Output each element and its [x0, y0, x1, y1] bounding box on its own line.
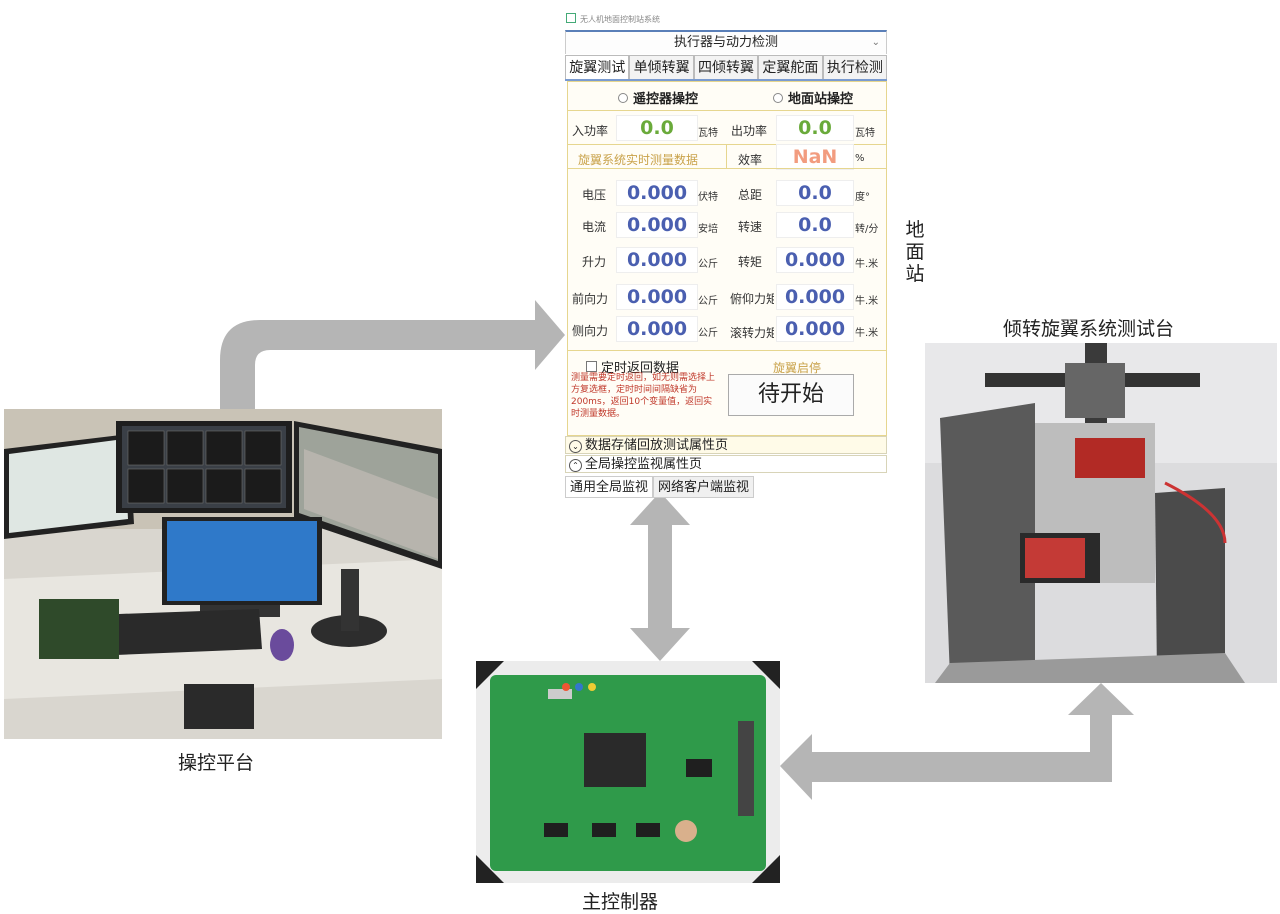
radio-ground-label: 地面站操控 — [788, 92, 854, 107]
input-power-value: 0.0 — [616, 115, 698, 141]
control-mode-row: 遥控器操控 地面站操控 — [568, 82, 886, 111]
pitch-moment-unit: 牛.米 — [855, 296, 879, 307]
accordion-storage-playback[interactable]: ⌄数据存储回放测试属性页 — [565, 436, 887, 454]
collective-pitch-value: 0.0 — [776, 180, 854, 206]
radio-circle-icon — [773, 93, 783, 103]
mode-dropdown[interactable]: 执行器与动力检测 ⌄ — [565, 30, 887, 54]
forward-force-unit: 公斤 — [698, 296, 718, 307]
realtime-data-label: 旋翼系统实时测量数据 — [578, 153, 699, 167]
ground-station-caption-text: 地面站 — [905, 219, 925, 285]
torque-value: 0.000 — [776, 247, 854, 273]
output-power-label: 出功率 — [731, 124, 768, 138]
roll-moment-value: 0.000 — [776, 316, 854, 342]
rpm-value: 0.0 — [776, 212, 854, 238]
pitch-moment-value: 0.000 — [776, 284, 854, 310]
test-tabs: 旋翼测试 单倾转翼 四倾转翼 定翼舵面 执行检测 — [565, 55, 888, 81]
current-value: 0.000 — [616, 212, 698, 238]
side-force-unit: 公斤 — [698, 328, 718, 339]
arrow-platform-to-groundstation — [220, 300, 565, 410]
output-power-unit: 瓦特 — [855, 128, 875, 139]
accordion-global-monitor[interactable]: ⌃全局操控监视属性页 — [565, 455, 887, 473]
window-titlebar: 无人机地面控制站系统 — [565, 12, 887, 28]
input-power-label: 入功率 — [572, 124, 609, 138]
chevron-down-icon: ⌄ — [871, 37, 880, 48]
mode-dropdown-value: 执行器与动力检测 — [673, 35, 778, 50]
efficiency-value: NaN — [776, 144, 854, 170]
arrow-groundstation-controller — [630, 492, 690, 661]
current-label: 电流 — [582, 220, 607, 234]
test-bench-photo — [925, 343, 1277, 683]
torque-label: 转矩 — [738, 255, 763, 269]
current-unit: 安培 — [698, 224, 718, 235]
divider — [568, 168, 886, 169]
lift-value: 0.000 — [616, 247, 698, 273]
main-controller-caption: 主控制器 — [582, 891, 659, 913]
tab-fixed-wing-surface[interactable]: 定翼舵面 — [758, 55, 823, 79]
forward-force-value: 0.000 — [616, 284, 698, 310]
control-platform-photo — [4, 409, 442, 739]
chevron-up-icon: ⌃ — [569, 459, 582, 472]
roll-moment-unit: 牛.米 — [855, 328, 879, 339]
test-bench-caption: 倾转旋翼系统测试台 — [1003, 318, 1175, 340]
start-button[interactable]: 待开始 — [728, 374, 854, 416]
input-power-unit: 瓦特 — [698, 128, 718, 139]
chevron-down-icon: ⌄ — [569, 440, 582, 453]
radio-ground-station[interactable]: 地面站操控 — [773, 88, 853, 107]
radio-circle-icon — [618, 93, 628, 103]
app-icon — [566, 13, 576, 23]
ground-station-window: 无人机地面控制站系统 执行器与动力检测 ⌄ 旋翼测试 单倾转翼 四倾转翼 定翼舵… — [565, 12, 888, 498]
tab-rotor-test[interactable]: 旋翼测试 — [565, 55, 630, 79]
tab-general-global-monitor[interactable]: 通用全局监视 — [565, 476, 654, 498]
monitor-subtabs: 通用全局监视 网络客户端监视 — [565, 476, 887, 498]
divider — [726, 144, 727, 168]
main-controller-photo — [476, 661, 780, 883]
rotor-start-stop-label: 旋翼启停 — [773, 361, 822, 375]
rpm-unit: 转/分 — [855, 224, 879, 235]
tab-quad-tilt[interactable]: 四倾转翼 — [693, 55, 759, 79]
timed-return-label: 定时返回数据 — [601, 361, 680, 376]
checkbox-icon — [586, 361, 597, 372]
voltage-value: 0.000 — [616, 180, 698, 206]
divider — [568, 144, 886, 145]
divider — [568, 350, 886, 351]
accordion-global-label: 全局操控监视属性页 — [585, 457, 703, 472]
torque-unit: 牛.米 — [855, 259, 879, 270]
pitch-moment-label: 俯仰力矩 — [730, 292, 774, 306]
side-force-value: 0.000 — [616, 316, 698, 342]
side-force-label: 侧向力 — [572, 324, 609, 338]
roll-moment-label: 滚转力矩 — [730, 326, 774, 340]
radio-remote[interactable]: 遥控器操控 — [618, 88, 698, 107]
efficiency-unit: % — [855, 153, 865, 164]
voltage-unit: 伏特 — [698, 192, 718, 203]
collective-pitch-label: 总距 — [738, 188, 763, 202]
lift-unit: 公斤 — [698, 259, 718, 270]
timed-return-checkbox[interactable]: 定时返回数据 — [586, 357, 679, 376]
rotor-test-panel: 遥控器操控 地面站操控 入功率 0.0 瓦特 出功率 0.0 瓦特 旋翼系统实时… — [567, 81, 887, 436]
tab-single-tilt[interactable]: 单倾转翼 — [629, 55, 694, 79]
arrow-controller-testbench — [780, 683, 1134, 800]
output-power-value: 0.0 — [776, 115, 854, 141]
window-title: 无人机地面控制站系统 — [580, 15, 660, 24]
control-platform-caption: 操控平台 — [178, 752, 255, 774]
accordion-storage-label: 数据存储回放测试属性页 — [585, 438, 729, 453]
collective-pitch-unit: 度° — [855, 192, 870, 203]
forward-force-label: 前向力 — [572, 292, 609, 306]
voltage-label: 电压 — [582, 188, 607, 202]
radio-remote-label: 遥控器操控 — [633, 92, 699, 107]
tab-network-client-monitor[interactable]: 网络客户端监视 — [653, 476, 755, 498]
ground-station-caption: 地面站 — [905, 219, 929, 285]
timed-return-note: 测量需要定时返回，如无则需选择上方复选框，定时时间间隔缺省为200ms，返回10… — [571, 373, 716, 419]
rpm-label: 转速 — [738, 220, 763, 234]
efficiency-label: 效率 — [738, 153, 763, 167]
tab-actuator-check[interactable]: 执行检测 — [822, 55, 888, 79]
lift-label: 升力 — [582, 255, 607, 269]
